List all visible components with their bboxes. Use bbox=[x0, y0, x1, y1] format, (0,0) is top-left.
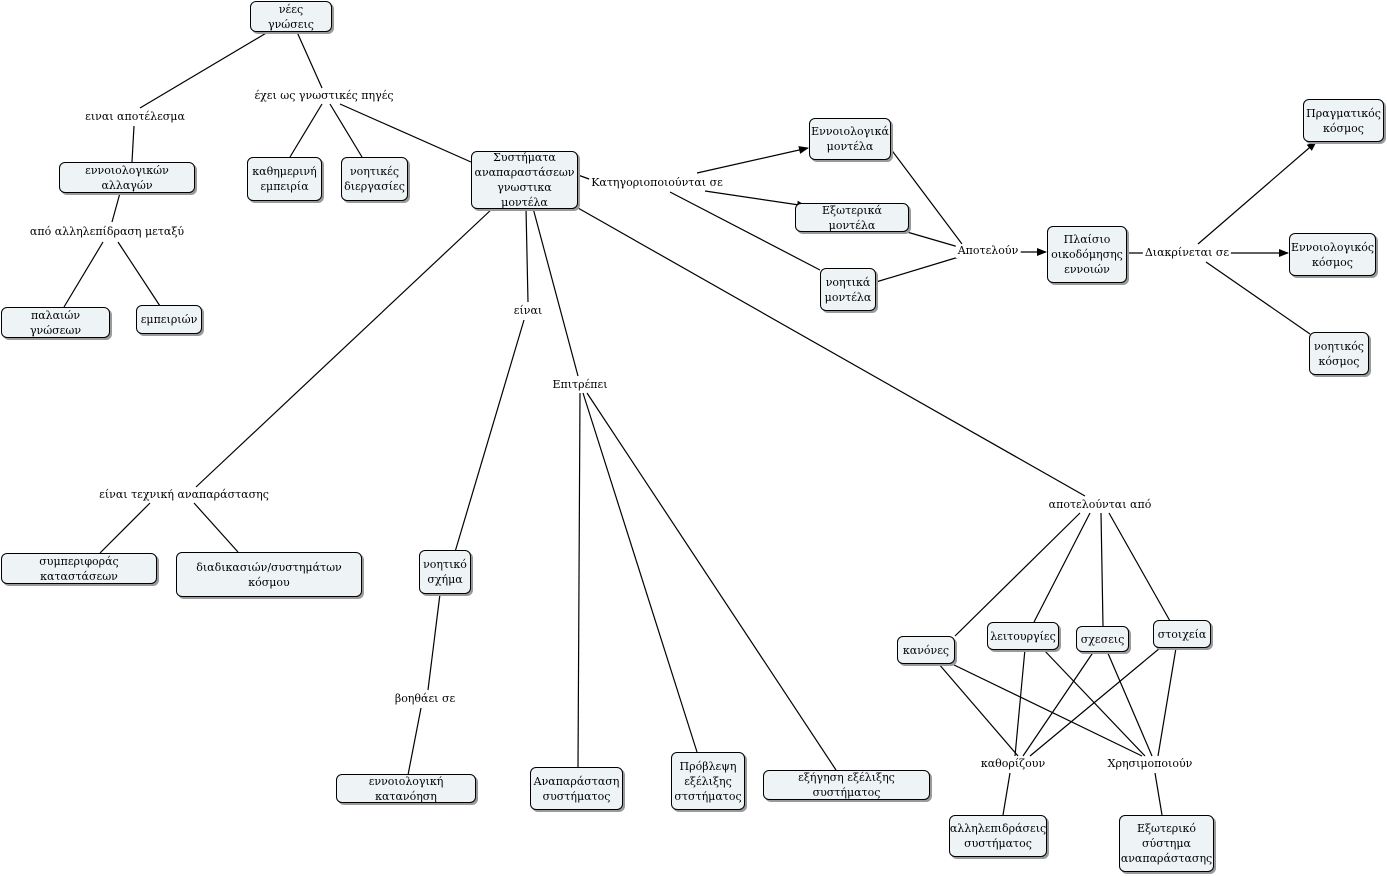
link-einai-techniki: είναι τεχνική αναπαράστασης bbox=[97, 488, 271, 502]
link-diakrinetai: Διακρίνεται σε bbox=[1142, 246, 1232, 260]
link-apotelountai-apo: αποτελούνται από bbox=[1046, 498, 1154, 512]
node-scheseis[interactable]: σχεσεις bbox=[1076, 626, 1129, 652]
node-exoteriko-systima[interactable]: Εξωτερικό σύστημα αναπαράστασης bbox=[1119, 815, 1214, 872]
node-palaion-gnoseon[interactable]: παλαιών γνώσεων bbox=[1, 307, 110, 338]
node-ennoiologiki-katanoisi[interactable]: εννοιολογική κατανόηση bbox=[336, 774, 476, 803]
node-leitourgies[interactable]: λειτουργίες bbox=[987, 622, 1059, 650]
node-stoicheia[interactable]: στοιχεία bbox=[1153, 620, 1211, 648]
link-apo-allilepidrasi: από αλληλεπίδραση μεταξύ bbox=[27, 225, 187, 239]
node-nees-gnoseis[interactable]: νέες γνώσεις bbox=[250, 1, 332, 32]
node-empeirion[interactable]: εμπειριών bbox=[136, 305, 202, 334]
node-kanones[interactable]: κανόνες bbox=[897, 636, 955, 664]
node-noitika-montela[interactable]: νοητικά μοντέλα bbox=[820, 268, 876, 311]
node-ennoiologika-montela[interactable]: Εννοιολογικά μοντέλα bbox=[809, 118, 891, 160]
node-diadikasion[interactable]: διαδικασιών/συστημάτων κόσμου bbox=[176, 552, 362, 597]
node-ennoiologikon-allagon[interactable]: εννοιολογικών αλλαγών bbox=[59, 162, 195, 193]
node-kathimerini-empeiria[interactable]: καθημερινή εμπειρία bbox=[247, 157, 322, 201]
node-exigisi[interactable]: εξήγηση εξέλιξης συστήματος bbox=[763, 770, 930, 800]
link-echei-os-pigies: έχει ως γνωστικές πηγές bbox=[252, 89, 396, 103]
link-kathgoriopoiountai: Κατηγοριοποιούνται σε bbox=[589, 176, 725, 190]
node-ennoiologikos-kosmos[interactable]: Εννοιολογικός κόσμος bbox=[1289, 233, 1376, 276]
link-voithaei: βοηθάει σε bbox=[392, 692, 458, 706]
node-pragmatikos-kosmos[interactable]: Πραγματικός κόσμος bbox=[1303, 99, 1384, 142]
node-noitikos-kosmos[interactable]: νοητικός κόσμος bbox=[1309, 332, 1369, 375]
link-kathorizoun: καθορίζουν bbox=[978, 757, 1048, 771]
link-einai: είναι bbox=[511, 304, 545, 318]
node-anaparastasi[interactable]: Αναπαράσταση συστήματος bbox=[530, 767, 623, 810]
node-plaisio[interactable]: Πλαίσιο οικοδόμησης εννοιών bbox=[1047, 226, 1127, 283]
link-apoteloun: Αποτελούν bbox=[955, 244, 1021, 258]
node-allileppidraseis[interactable]: αλληλεπιδράσεις συστήματος bbox=[949, 815, 1047, 857]
node-noitiko-schima[interactable]: νοητικό σχήμα bbox=[419, 550, 471, 594]
node-symperiforas[interactable]: συμπεριφοράς καταστάσεων bbox=[1, 553, 157, 584]
node-exoterika-montela[interactable]: Εξωτερικά μοντέλα bbox=[795, 203, 909, 232]
node-systimata[interactable]: Συστήματα αναπαραστάσεων γνωστικα μοντέλ… bbox=[471, 151, 578, 209]
node-noitikes-diergasies[interactable]: νοητικές διεργασίες bbox=[341, 157, 408, 201]
link-chrisimopoioun: Χρησιμοποιούν bbox=[1105, 757, 1195, 771]
link-einai-apotelesma: ειναι αποτέλεσμα bbox=[83, 110, 187, 124]
node-provlepsi[interactable]: Πρόβλεψη εξέλιξης στστήματος bbox=[671, 752, 745, 810]
link-epitrepei: Επιτρέπει bbox=[550, 378, 610, 392]
